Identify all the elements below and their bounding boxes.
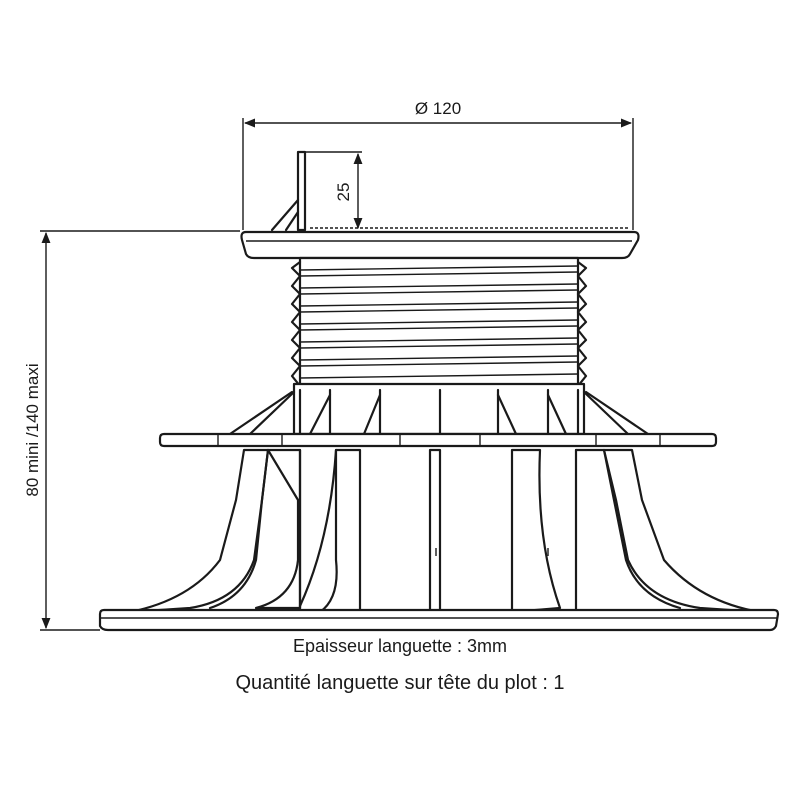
head-plate [240,227,640,260]
tab-height-dimension: 25 [304,151,363,230]
collar [228,382,650,436]
tab-height-label: 25 [334,183,353,202]
tab-thickness-caption: Epaisseur languette : 3mm [292,636,508,656]
spacer-tab [270,150,307,232]
diameter-dimension: Ø 120 [242,99,634,230]
diameter-label: Ø 120 [415,99,461,118]
height-range-label: 80 mini /140 maxi [23,363,42,496]
tab-quantity-caption: Quantité languette sur tête du plot : 1 [235,672,565,694]
threaded-column [290,256,588,388]
base-legs [128,448,762,614]
base-plate [98,608,780,632]
mid-flange [158,432,718,448]
height-dimension: 80 mini /140 maxi [23,230,240,631]
